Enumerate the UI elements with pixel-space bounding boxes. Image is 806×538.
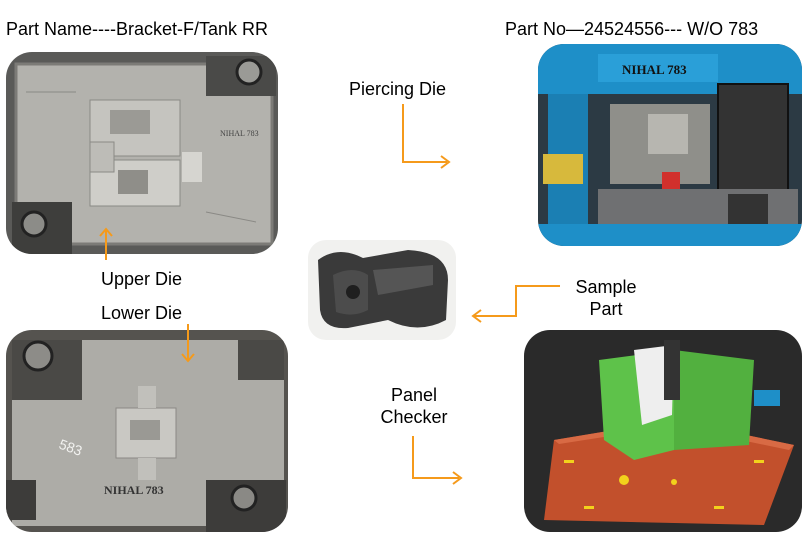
lower-die-photo: 583 NIHAL 783 <box>6 330 288 532</box>
part-number-title: Part No—24524556--- W/O 783 <box>505 19 759 39</box>
piercing-die-nameplate: NIHAL 783 <box>622 62 687 77</box>
panel-checker-photo <box>524 330 802 532</box>
panel-checker-label-line2: Checker <box>380 407 448 427</box>
lower-die-engraving: NIHAL 783 <box>104 483 164 497</box>
panel-checker-label-line1: Panel <box>390 385 438 405</box>
upper-die-arrow <box>99 227 113 260</box>
part-name-title: Part Name----Bracket-F/Tank RR <box>6 19 269 39</box>
piercing-die-label: Piercing Die <box>349 79 447 99</box>
upper-die-engraving: NIHAL 783 <box>220 129 259 138</box>
panel-checker-arrow <box>412 436 463 485</box>
piercing-die-arrow <box>402 104 451 169</box>
lower-die-label: Lower Die <box>101 303 183 323</box>
sample-part-label: Sample Part <box>556 276 656 320</box>
lower-die-arrow <box>181 324 195 363</box>
sample-part-photo <box>308 240 456 340</box>
sample-part-label-line2: Part <box>589 299 623 319</box>
sample-part-arrow <box>471 285 560 323</box>
upper-die-photo: NIHAL 783 <box>6 52 278 254</box>
upper-die-label: Upper Die <box>101 269 183 289</box>
sample-part-label-line1: Sample <box>575 277 637 297</box>
piercing-die-photo: NIHAL 783 <box>538 44 802 246</box>
panel-checker-label: Panel Checker <box>368 384 460 428</box>
lower-die-scribble: 583 <box>57 436 85 459</box>
